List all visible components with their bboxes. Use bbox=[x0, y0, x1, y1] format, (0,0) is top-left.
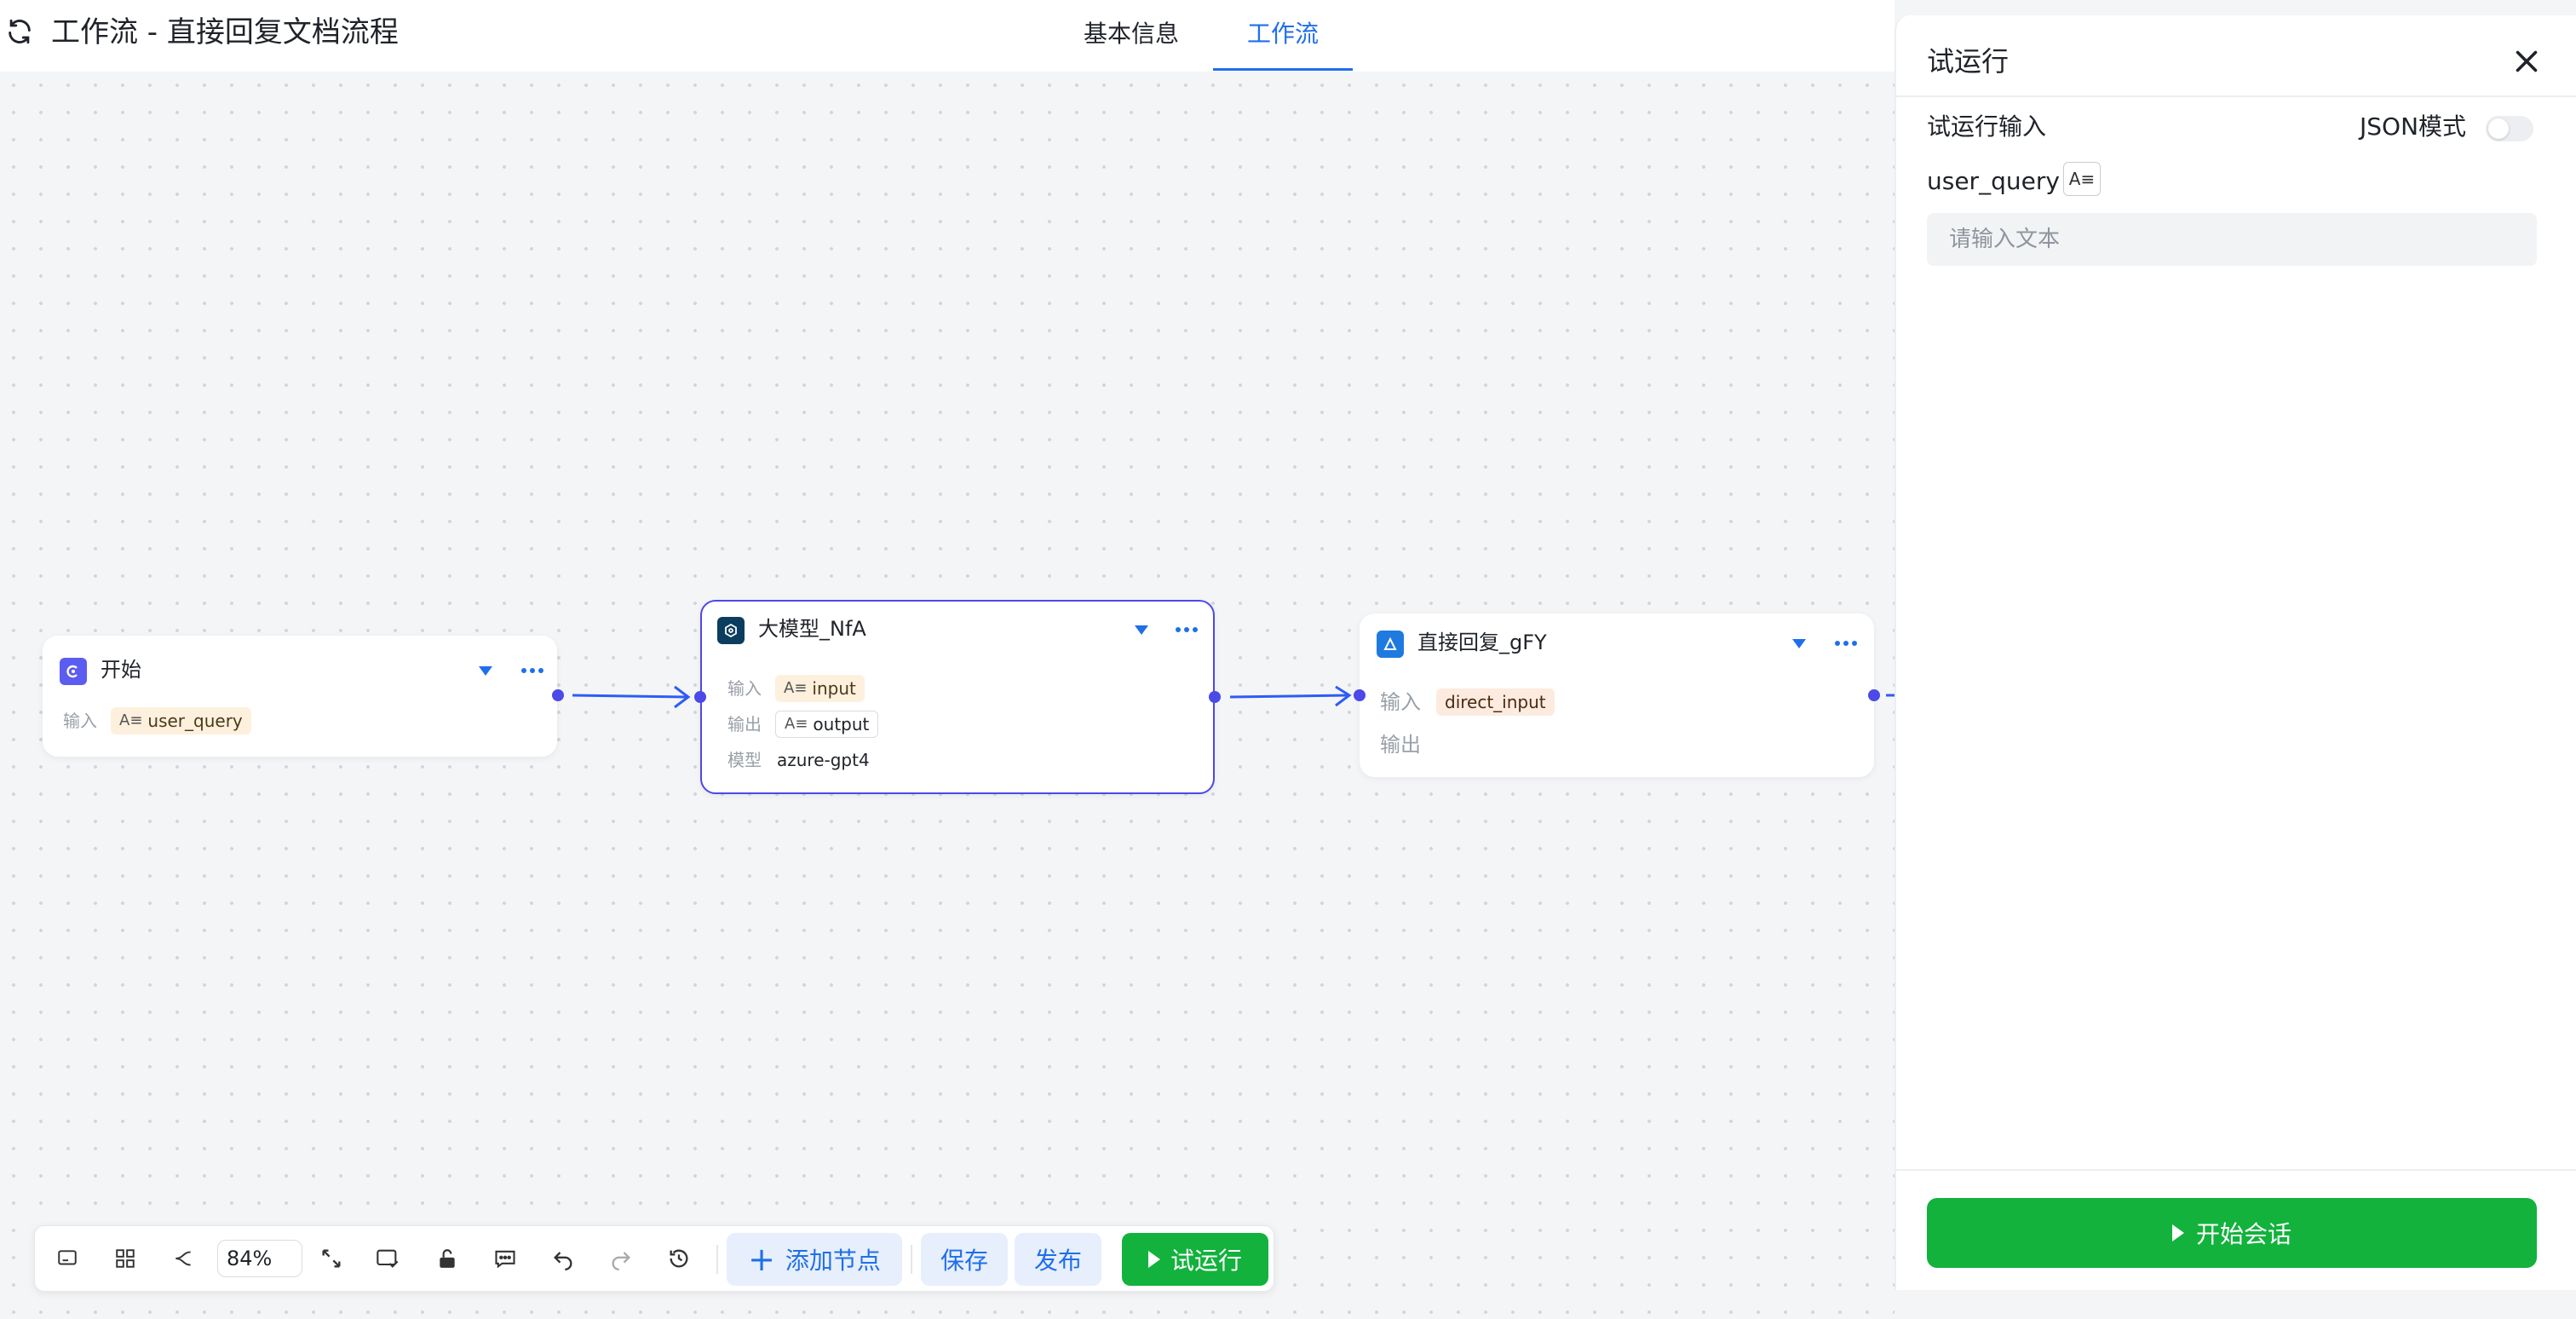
panel-title: 试运行 bbox=[1927, 45, 2010, 78]
node-llm[interactable]: 大模型_NfA 输入 A≡ input 输出 A≡ output 模型 azur… bbox=[700, 600, 1215, 794]
input-port[interactable] bbox=[694, 691, 706, 703]
unlock-icon[interactable] bbox=[432, 1243, 463, 1274]
close-icon[interactable] bbox=[2511, 46, 2542, 77]
input-chip: A≡ user_query bbox=[111, 707, 251, 734]
active-tab-indicator bbox=[1213, 68, 1353, 71]
node-start[interactable]: 开始 输入 A≡ user_query bbox=[43, 636, 557, 757]
output-chip: A≡ output bbox=[775, 711, 879, 738]
output-port[interactable] bbox=[1209, 691, 1221, 703]
input-label: 输入 bbox=[727, 678, 762, 699]
reply-icon bbox=[1377, 631, 1404, 658]
text-type-icon: A≡ bbox=[2063, 162, 2101, 196]
json-mode-toggle[interactable] bbox=[2486, 116, 2533, 141]
comment-icon[interactable] bbox=[490, 1243, 520, 1274]
input-label: 输入 bbox=[63, 711, 97, 731]
text-type-icon: A≡ bbox=[785, 715, 808, 733]
collapse-caret-icon[interactable] bbox=[479, 666, 492, 676]
play-icon bbox=[1147, 1251, 1160, 1268]
toolbar-divider bbox=[911, 1245, 912, 1274]
text-type-icon: A≡ bbox=[119, 711, 143, 729]
connector-icon[interactable] bbox=[168, 1243, 198, 1274]
workflow-canvas[interactable]: 开始 输入 A≡ user_query 大模型_NfA 输入 A≡ input … bbox=[0, 72, 1895, 1319]
start-session-button[interactable]: 开始会话 bbox=[1927, 1198, 2537, 1268]
node-direct-reply[interactable]: 直接回复_gFY 输入 direct_input 输出 bbox=[1360, 613, 1874, 777]
node-title: 直接回复_gFY bbox=[1417, 631, 1547, 654]
add-node-button[interactable]: + 添加节点 bbox=[727, 1233, 902, 1286]
edge-start-llm-arrow bbox=[674, 685, 691, 709]
save-button[interactable]: 保存 bbox=[921, 1233, 1008, 1286]
app-header: 工作流 - 直接回复文档流程 基本信息 工作流 bbox=[0, 0, 1895, 72]
footer-divider bbox=[1896, 1169, 2576, 1171]
start-icon bbox=[60, 658, 87, 685]
toolbar-divider bbox=[716, 1245, 718, 1274]
input-port[interactable] bbox=[1354, 689, 1366, 701]
fit-view-icon[interactable] bbox=[316, 1243, 347, 1274]
collapse-caret-icon[interactable] bbox=[1135, 625, 1148, 635]
toggle-knob bbox=[2488, 118, 2509, 139]
more-icon[interactable] bbox=[521, 668, 543, 673]
panel-divider bbox=[1896, 95, 2576, 97]
edge-start-llm bbox=[572, 694, 687, 699]
more-icon[interactable] bbox=[1176, 627, 1198, 632]
play-icon bbox=[2171, 1224, 2184, 1241]
canvas-toolbar: 84% + 添加节点 保存 发布 试运行 bbox=[34, 1225, 1274, 1292]
publish-button[interactable]: 发布 bbox=[1015, 1233, 1101, 1286]
node-title: 大模型_NfA bbox=[758, 617, 866, 641]
redo-icon[interactable] bbox=[606, 1243, 636, 1274]
user-query-input[interactable] bbox=[1927, 213, 2537, 266]
param-name: user_query bbox=[1927, 167, 2060, 195]
test-run-panel: 试运行 试运行输入 JSON模式 user_query A≡ 开始会话 bbox=[1895, 15, 2576, 1290]
edge-llm-reply-arrow bbox=[1335, 685, 1352, 707]
history-icon[interactable] bbox=[664, 1243, 694, 1274]
tab-basic-info[interactable]: 基本信息 bbox=[1084, 20, 1180, 48]
section-label: 试运行输入 bbox=[1927, 112, 2047, 141]
refresh-icon[interactable] bbox=[3, 15, 36, 48]
layout-icon[interactable] bbox=[110, 1243, 141, 1274]
model-value: azure-gpt4 bbox=[777, 750, 870, 770]
output-label: 输出 bbox=[727, 714, 762, 734]
check-layout-icon[interactable] bbox=[372, 1243, 403, 1274]
input-chip: A≡ input bbox=[775, 675, 865, 702]
test-run-button[interactable]: 试运行 bbox=[1122, 1233, 1268, 1286]
model-label: 模型 bbox=[727, 750, 762, 770]
llm-icon bbox=[717, 617, 745, 644]
minimap-icon[interactable] bbox=[52, 1243, 83, 1274]
output-label: 输出 bbox=[1380, 733, 1421, 757]
output-port[interactable] bbox=[1868, 689, 1880, 701]
input-label: 输入 bbox=[1380, 690, 1421, 714]
edge-llm-reply bbox=[1229, 694, 1348, 699]
page-title: 工作流 - 直接回复文档流程 bbox=[51, 15, 399, 49]
text-type-icon: A≡ bbox=[784, 679, 808, 697]
more-icon[interactable] bbox=[1835, 641, 1857, 646]
undo-icon[interactable] bbox=[548, 1243, 578, 1274]
input-chip: direct_input bbox=[1436, 688, 1555, 716]
plus-icon: + bbox=[748, 1241, 775, 1278]
tab-workflow[interactable]: 工作流 bbox=[1247, 20, 1320, 48]
edges-layer bbox=[572, 685, 1895, 709]
json-mode-label: JSON模式 bbox=[2360, 112, 2467, 141]
collapse-caret-icon[interactable] bbox=[1792, 639, 1806, 648]
zoom-level[interactable]: 84% bbox=[217, 1240, 302, 1277]
node-title: 开始 bbox=[101, 658, 141, 682]
output-port[interactable] bbox=[552, 689, 564, 701]
